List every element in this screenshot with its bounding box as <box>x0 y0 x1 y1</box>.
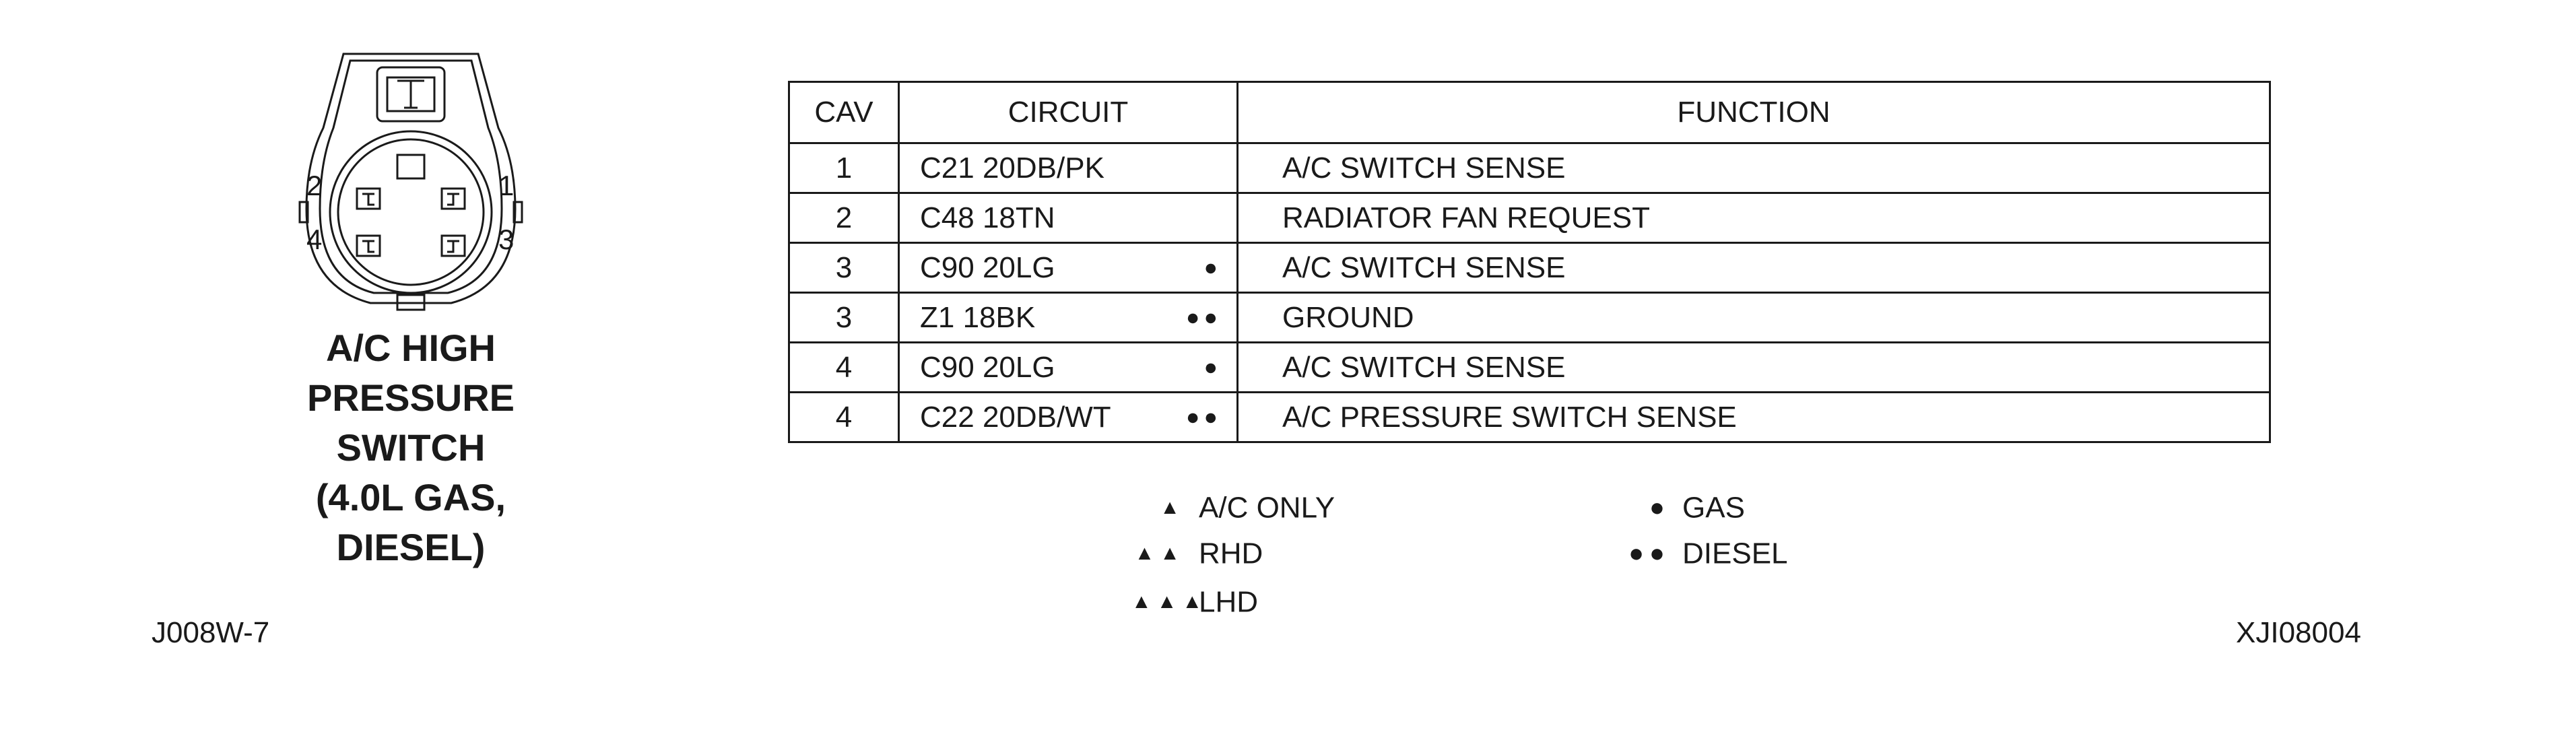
legend-label: LHD <box>1199 585 1259 619</box>
variant-marker: ● <box>1203 255 1222 280</box>
legend-gas: ● GAS <box>1649 491 1745 525</box>
pin-label-3: 3 <box>498 224 515 255</box>
cell-function: RADIATOR FAN REQUEST <box>1236 192 2271 244</box>
legend-label: GAS <box>1682 491 1745 525</box>
cell-cav: 1 <box>788 142 900 194</box>
header-function: FUNCTION <box>1236 81 2271 144</box>
legend-diesel: ●● DIESEL <box>1628 537 1788 570</box>
component-title-line: A/C HIGH <box>326 327 496 369</box>
table-header-row: CAV CIRCUIT FUNCTION <box>788 81 2271 144</box>
cell-cav: 4 <box>788 341 900 393</box>
cell-cav: 2 <box>788 192 900 244</box>
component-title-line: DIESEL) <box>336 526 486 568</box>
header-circuit: CIRCUIT <box>898 81 1239 144</box>
legend-rhd: ▲▲ RHD <box>1135 537 1263 570</box>
cell-cav: 3 <box>788 242 900 294</box>
variant-marker: ●● <box>1185 404 1222 430</box>
triangle-icon: ▲▲▲ <box>1131 591 1208 613</box>
legend-label: RHD <box>1199 537 1263 570</box>
component-title-line: (4.0L GAS, <box>315 476 506 518</box>
table-row: 3 Z1 18BK ●● GROUND <box>788 292 2271 343</box>
cell-cav: 3 <box>788 292 900 343</box>
cell-circuit: C90 20LG ● <box>898 242 1239 294</box>
diagram-id-right: XJI08004 <box>2236 616 2361 649</box>
legend-label: DIESEL <box>1682 537 1788 570</box>
cell-circuit: C48 18TN <box>898 192 1239 244</box>
cell-function: A/C SWITCH SENSE <box>1236 142 2271 194</box>
connector-illustration <box>298 53 523 311</box>
pin-function-table: CAV CIRCUIT FUNCTION 1 C21 20DB/PK A/C S… <box>788 81 2271 443</box>
circuit-code: Z1 18BK <box>920 300 1036 334</box>
cell-cav: 4 <box>788 391 900 443</box>
diagram-id-left: J008W-7 <box>152 616 270 649</box>
circuit-code: C48 18TN <box>920 201 1055 234</box>
triangle-icon: ▲▲ <box>1134 542 1185 565</box>
table-row: 1 C21 20DB/PK A/C SWITCH SENSE <box>788 142 2271 194</box>
cell-function: GROUND <box>1236 292 2271 343</box>
cell-function: A/C SWITCH SENSE <box>1236 341 2271 393</box>
cell-function: A/C SWITCH SENSE <box>1236 242 2271 294</box>
circuit-code: C22 20DB/WT <box>920 400 1111 434</box>
circuit-code: C90 20LG <box>920 250 1055 284</box>
dot-icon: ●● <box>1628 539 1670 568</box>
variant-marker: ● <box>1203 354 1222 380</box>
legend-ac-only: ▲ A/C ONLY <box>1160 491 1335 525</box>
pin-label-4: 4 <box>306 224 323 255</box>
cell-circuit: C90 20LG ● <box>898 341 1239 393</box>
cell-circuit: C22 20DB/WT ●● <box>898 391 1239 443</box>
component-title-line: SWITCH <box>336 426 486 469</box>
table-row: 3 C90 20LG ● A/C SWITCH SENSE <box>788 242 2271 294</box>
circuit-code: C90 20LG <box>920 350 1055 384</box>
circuit-code: C21 20DB/PK <box>920 151 1104 185</box>
table-row: 4 C90 20LG ● A/C SWITCH SENSE <box>788 341 2271 393</box>
cell-circuit: C21 20DB/PK <box>898 142 1239 194</box>
pin-label-1: 1 <box>498 170 515 201</box>
component-title: A/C HIGH PRESSURE SWITCH (4.0L GAS, DIES… <box>296 323 525 572</box>
component-title-line: PRESSURE <box>306 376 515 419</box>
triangle-icon: ▲ <box>1160 496 1185 519</box>
pin-label-2: 2 <box>306 170 323 201</box>
cell-circuit: Z1 18BK ●● <box>898 292 1239 343</box>
legend-label: A/C ONLY <box>1199 491 1335 525</box>
header-cav: CAV <box>788 81 900 144</box>
dot-icon: ● <box>1649 494 1670 523</box>
legend-lhd: ▲▲▲LHD <box>1131 585 1259 619</box>
variant-marker: ●● <box>1185 304 1222 330</box>
table-row: 4 C22 20DB/WT ●● A/C PRESSURE SWITCH SENS… <box>788 391 2271 443</box>
cell-function: A/C PRESSURE SWITCH SENSE <box>1236 391 2271 443</box>
table-row: 2 C48 18TN RADIATOR FAN REQUEST <box>788 192 2271 244</box>
